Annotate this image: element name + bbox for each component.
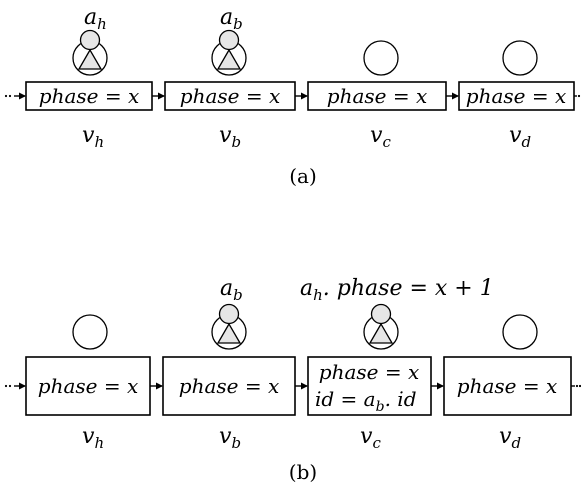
agent-icon-a-b	[216, 29, 242, 70]
node-box-v-b	[164, 81, 296, 111]
ellipsis-dot	[8, 384, 12, 388]
vertex-label-v-h: vh	[82, 123, 104, 151]
ellipsis-dot	[4, 94, 8, 98]
node-box-v-b	[162, 356, 296, 416]
box-text-v-c-line2: id = ab. id	[315, 387, 417, 415]
vertex-label-v-b: vb	[219, 123, 241, 151]
caption-a: (a)	[289, 164, 317, 188]
panel-a: ah ab phase = x phase = x	[4, 5, 581, 188]
vertex-label-v-b: vb	[219, 424, 241, 452]
box-text-v-c: phase = x	[327, 84, 427, 108]
agent-icon-a-h	[368, 303, 394, 344]
agent-icon-a-b	[216, 303, 242, 344]
vertex-label-v-d: vd	[499, 424, 521, 452]
vertex-label-v-c: vc	[370, 123, 391, 151]
agent-icon-a-h	[77, 29, 103, 70]
box-text-v-b: phase = x	[179, 374, 279, 398]
annotation-ah-phase: ah. phase = x + 1	[300, 276, 494, 304]
node-box-v-d	[458, 81, 575, 111]
agent-label-a-h: ah	[84, 5, 107, 33]
node-box-v-h	[25, 81, 153, 111]
node-box-v-h	[25, 356, 151, 416]
vertex-label-v-c: vc	[360, 424, 381, 452]
node-box-v-c	[307, 356, 432, 416]
node-circle-v-d	[502, 40, 538, 76]
box-text-v-d: phase = x	[466, 84, 566, 108]
node-circle-v-c	[363, 40, 399, 76]
node-circle-v-d	[502, 314, 538, 350]
box-text-v-c-line1: phase = x	[319, 360, 419, 384]
node-box-v-d	[443, 356, 572, 416]
ellipsis-dot	[575, 384, 579, 388]
box-text-v-b: phase = x	[180, 84, 280, 108]
caption-b: (b)	[289, 460, 317, 484]
ellipsis-dot	[4, 384, 8, 388]
agent-label-a-b: ab	[220, 276, 243, 304]
ellipsis-dot	[578, 384, 581, 388]
node-box-v-c	[307, 81, 447, 111]
box-text-v-d: phase = x	[457, 374, 557, 398]
panel-b: ab ah. phase = x + 1 pha	[4, 276, 581, 484]
node-circle-v-h	[72, 314, 108, 350]
agent-label-a-b: ab	[220, 5, 243, 33]
vertex-label-v-d: vd	[509, 123, 531, 151]
vertex-label-v-h: vh	[82, 424, 104, 452]
box-text-v-h: phase = x	[38, 374, 138, 398]
ellipsis-dot	[577, 94, 581, 98]
ellipsis-dot	[8, 94, 12, 98]
box-text-v-h: phase = x	[39, 84, 139, 108]
